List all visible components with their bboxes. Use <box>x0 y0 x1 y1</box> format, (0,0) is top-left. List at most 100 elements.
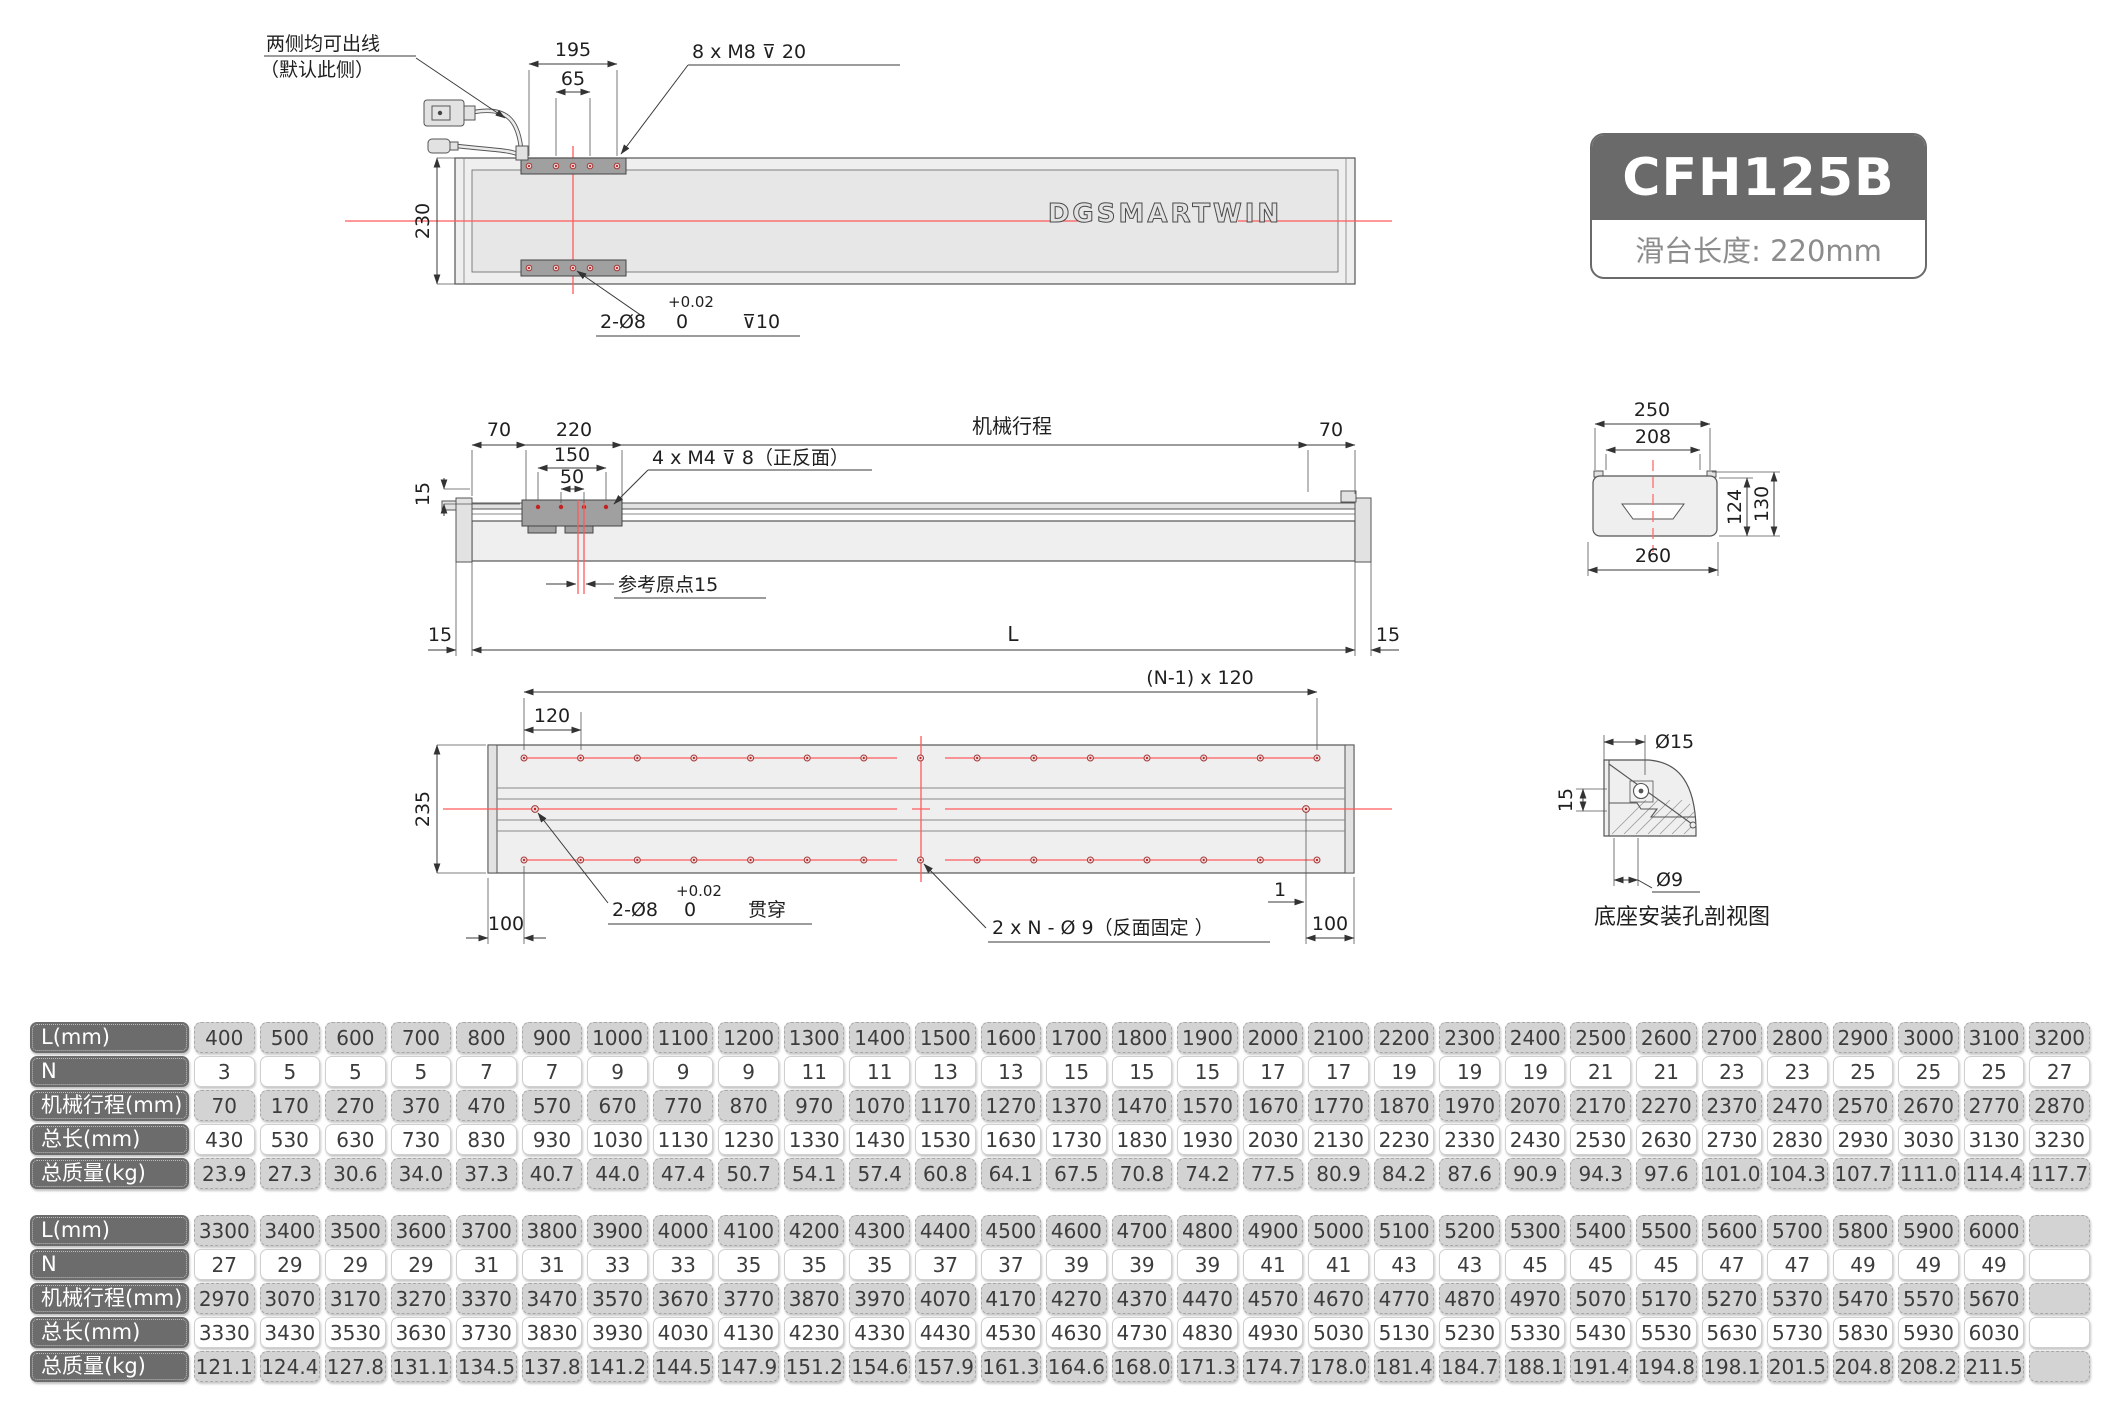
spec-cell: 25 <box>1963 1056 2025 1087</box>
spec-cell: 5530 <box>1636 1317 1697 1348</box>
dim-label: 208 <box>1635 426 1671 448</box>
spec-cell: 15 <box>1177 1056 1238 1087</box>
spec-cell: 6000 <box>1963 1215 2025 1246</box>
spec-cell: 1270 <box>980 1090 1042 1121</box>
spec-cell: 39 <box>1111 1249 1173 1280</box>
spec-cell: 3200 <box>2029 1022 2090 1053</box>
spec-cell: 1870 <box>1373 1090 1435 1121</box>
spec-cell: 137.8 <box>521 1351 583 1382</box>
spec-cell: 4300 <box>849 1215 911 1246</box>
spec-cell: 87.6 <box>1439 1158 1500 1189</box>
spec-cell: 5 <box>325 1056 386 1087</box>
spec-cell: 2830 <box>1767 1124 1828 1155</box>
dim-label: 70 <box>487 419 511 441</box>
pin-hole-note: 0 <box>684 899 696 921</box>
side-view-drawing: 70 220 机械行程 70 150 50 4 x M4 ⊽ 8（正反面） 15 <box>412 414 1400 656</box>
spec-cell: 2430 <box>1504 1124 1566 1155</box>
spec-cell: 3000 <box>1898 1022 1959 1053</box>
spec-cell: 4630 <box>1046 1317 1107 1348</box>
dim-label: 150 <box>554 444 590 466</box>
spec-cell: 201.5 <box>1767 1351 1828 1382</box>
dim-label: Ø15 <box>1655 731 1694 753</box>
spec-cell: 1670 <box>1242 1090 1304 1121</box>
spec-cell: 47 <box>1767 1249 1828 1280</box>
spec-cell: 3600 <box>390 1215 452 1246</box>
spec-cell: 5370 <box>1767 1283 1828 1314</box>
pin-hole-note: ⊽10 <box>742 311 780 333</box>
spec-cell: 1700 <box>1046 1022 1107 1053</box>
spec-cell: 43 <box>1439 1249 1500 1280</box>
spec-cell: 2570 <box>1832 1090 1894 1121</box>
spec-cell: 9 <box>718 1056 779 1087</box>
spec-cell: 5730 <box>1767 1317 1828 1348</box>
spec-cell: 5800 <box>1832 1215 1894 1246</box>
spec-cell: 4370 <box>1111 1283 1173 1314</box>
dim-label: 120 <box>534 705 570 727</box>
spec-cell: 43 <box>1373 1249 1435 1280</box>
spec-cell: 4600 <box>1046 1215 1107 1246</box>
dim-label: 130 <box>1751 486 1773 522</box>
spec-cell: 4430 <box>915 1317 976 1348</box>
spec-cell: 21 <box>1570 1056 1632 1087</box>
spec-cell: 4100 <box>718 1215 779 1246</box>
spec-cell: 5 <box>390 1056 452 1087</box>
spec-cell: 4970 <box>1504 1283 1566 1314</box>
spec-cell: 5930 <box>1898 1317 1959 1348</box>
spec-cell: 147.9 <box>718 1351 779 1382</box>
spec-cell: 198.1 <box>1701 1351 1763 1382</box>
spec-cell: 134.5 <box>456 1351 517 1382</box>
spec-cell: 2800 <box>1767 1022 1828 1053</box>
spec-cell: 2470 <box>1767 1090 1828 1121</box>
spec-cell <box>2029 1351 2090 1382</box>
spec-cell: 11 <box>849 1056 911 1087</box>
spec-cell: 1900 <box>1177 1022 1238 1053</box>
row-header: L(mm) <box>30 1022 189 1053</box>
spec-cell: 47 <box>1701 1249 1763 1280</box>
spec-cell: 17 <box>1308 1056 1369 1087</box>
spec-cell: 4270 <box>1046 1283 1107 1314</box>
pin-hole-note: +0.02 <box>676 882 722 900</box>
spec-cell: 5600 <box>1701 1215 1763 1246</box>
spec-cell: 37 <box>915 1249 976 1280</box>
spec-cell: 3070 <box>259 1283 321 1314</box>
spec-cell: 2770 <box>1963 1090 2025 1121</box>
spec-cell: 2270 <box>1636 1090 1697 1121</box>
spec-cell: 1230 <box>718 1124 779 1155</box>
spec-cell: 5500 <box>1636 1215 1697 1246</box>
spec-cell: 3700 <box>456 1215 517 1246</box>
spec-cell: 184.7 <box>1439 1351 1500 1382</box>
spec-cell: 2200 <box>1373 1022 1435 1053</box>
spec-cell: 33 <box>652 1249 714 1280</box>
spec-cell: 15 <box>1046 1056 1107 1087</box>
spec-cell: 4070 <box>915 1283 976 1314</box>
spec-cell: 4230 <box>783 1317 845 1348</box>
spec-cell: 5130 <box>1373 1317 1435 1348</box>
spec-cell: 5470 <box>1832 1283 1894 1314</box>
row-header: 机械行程(mm) <box>30 1283 189 1314</box>
spec-cell: 174.7 <box>1242 1351 1304 1382</box>
bottom-view-drawing: (N-1) x 120 120 235 100 2-Ø8 +0.02 0 贯穿 <box>412 667 1392 944</box>
spec-cell: 4700 <box>1111 1215 1173 1246</box>
spec-cell: 77.5 <box>1242 1158 1304 1189</box>
spec-cell: 33 <box>587 1249 648 1280</box>
spec-cell: 25 <box>1898 1056 1959 1087</box>
spec-cell: 3430 <box>259 1317 321 1348</box>
slide-length-label: 滑台长度: 220mm <box>1635 233 1882 268</box>
spec-cell: 7 <box>521 1056 583 1087</box>
spec-cell: 1430 <box>849 1124 911 1155</box>
spec-cell <box>2029 1317 2090 1348</box>
spec-cell: 131.1 <box>390 1351 452 1382</box>
spec-cell: 29 <box>325 1249 386 1280</box>
spec-cell: 1030 <box>587 1124 648 1155</box>
spec-cell: 3930 <box>587 1317 648 1348</box>
dim-label: 230 <box>412 203 434 239</box>
spec-cell: 3670 <box>652 1283 714 1314</box>
spec-cell: 470 <box>456 1090 517 1121</box>
spec-cell: 1600 <box>980 1022 1042 1053</box>
pin-hole-note: 2-Ø8 <box>612 899 658 921</box>
spec-cell: 4800 <box>1177 1215 1238 1246</box>
spec-cell: 1170 <box>915 1090 976 1121</box>
